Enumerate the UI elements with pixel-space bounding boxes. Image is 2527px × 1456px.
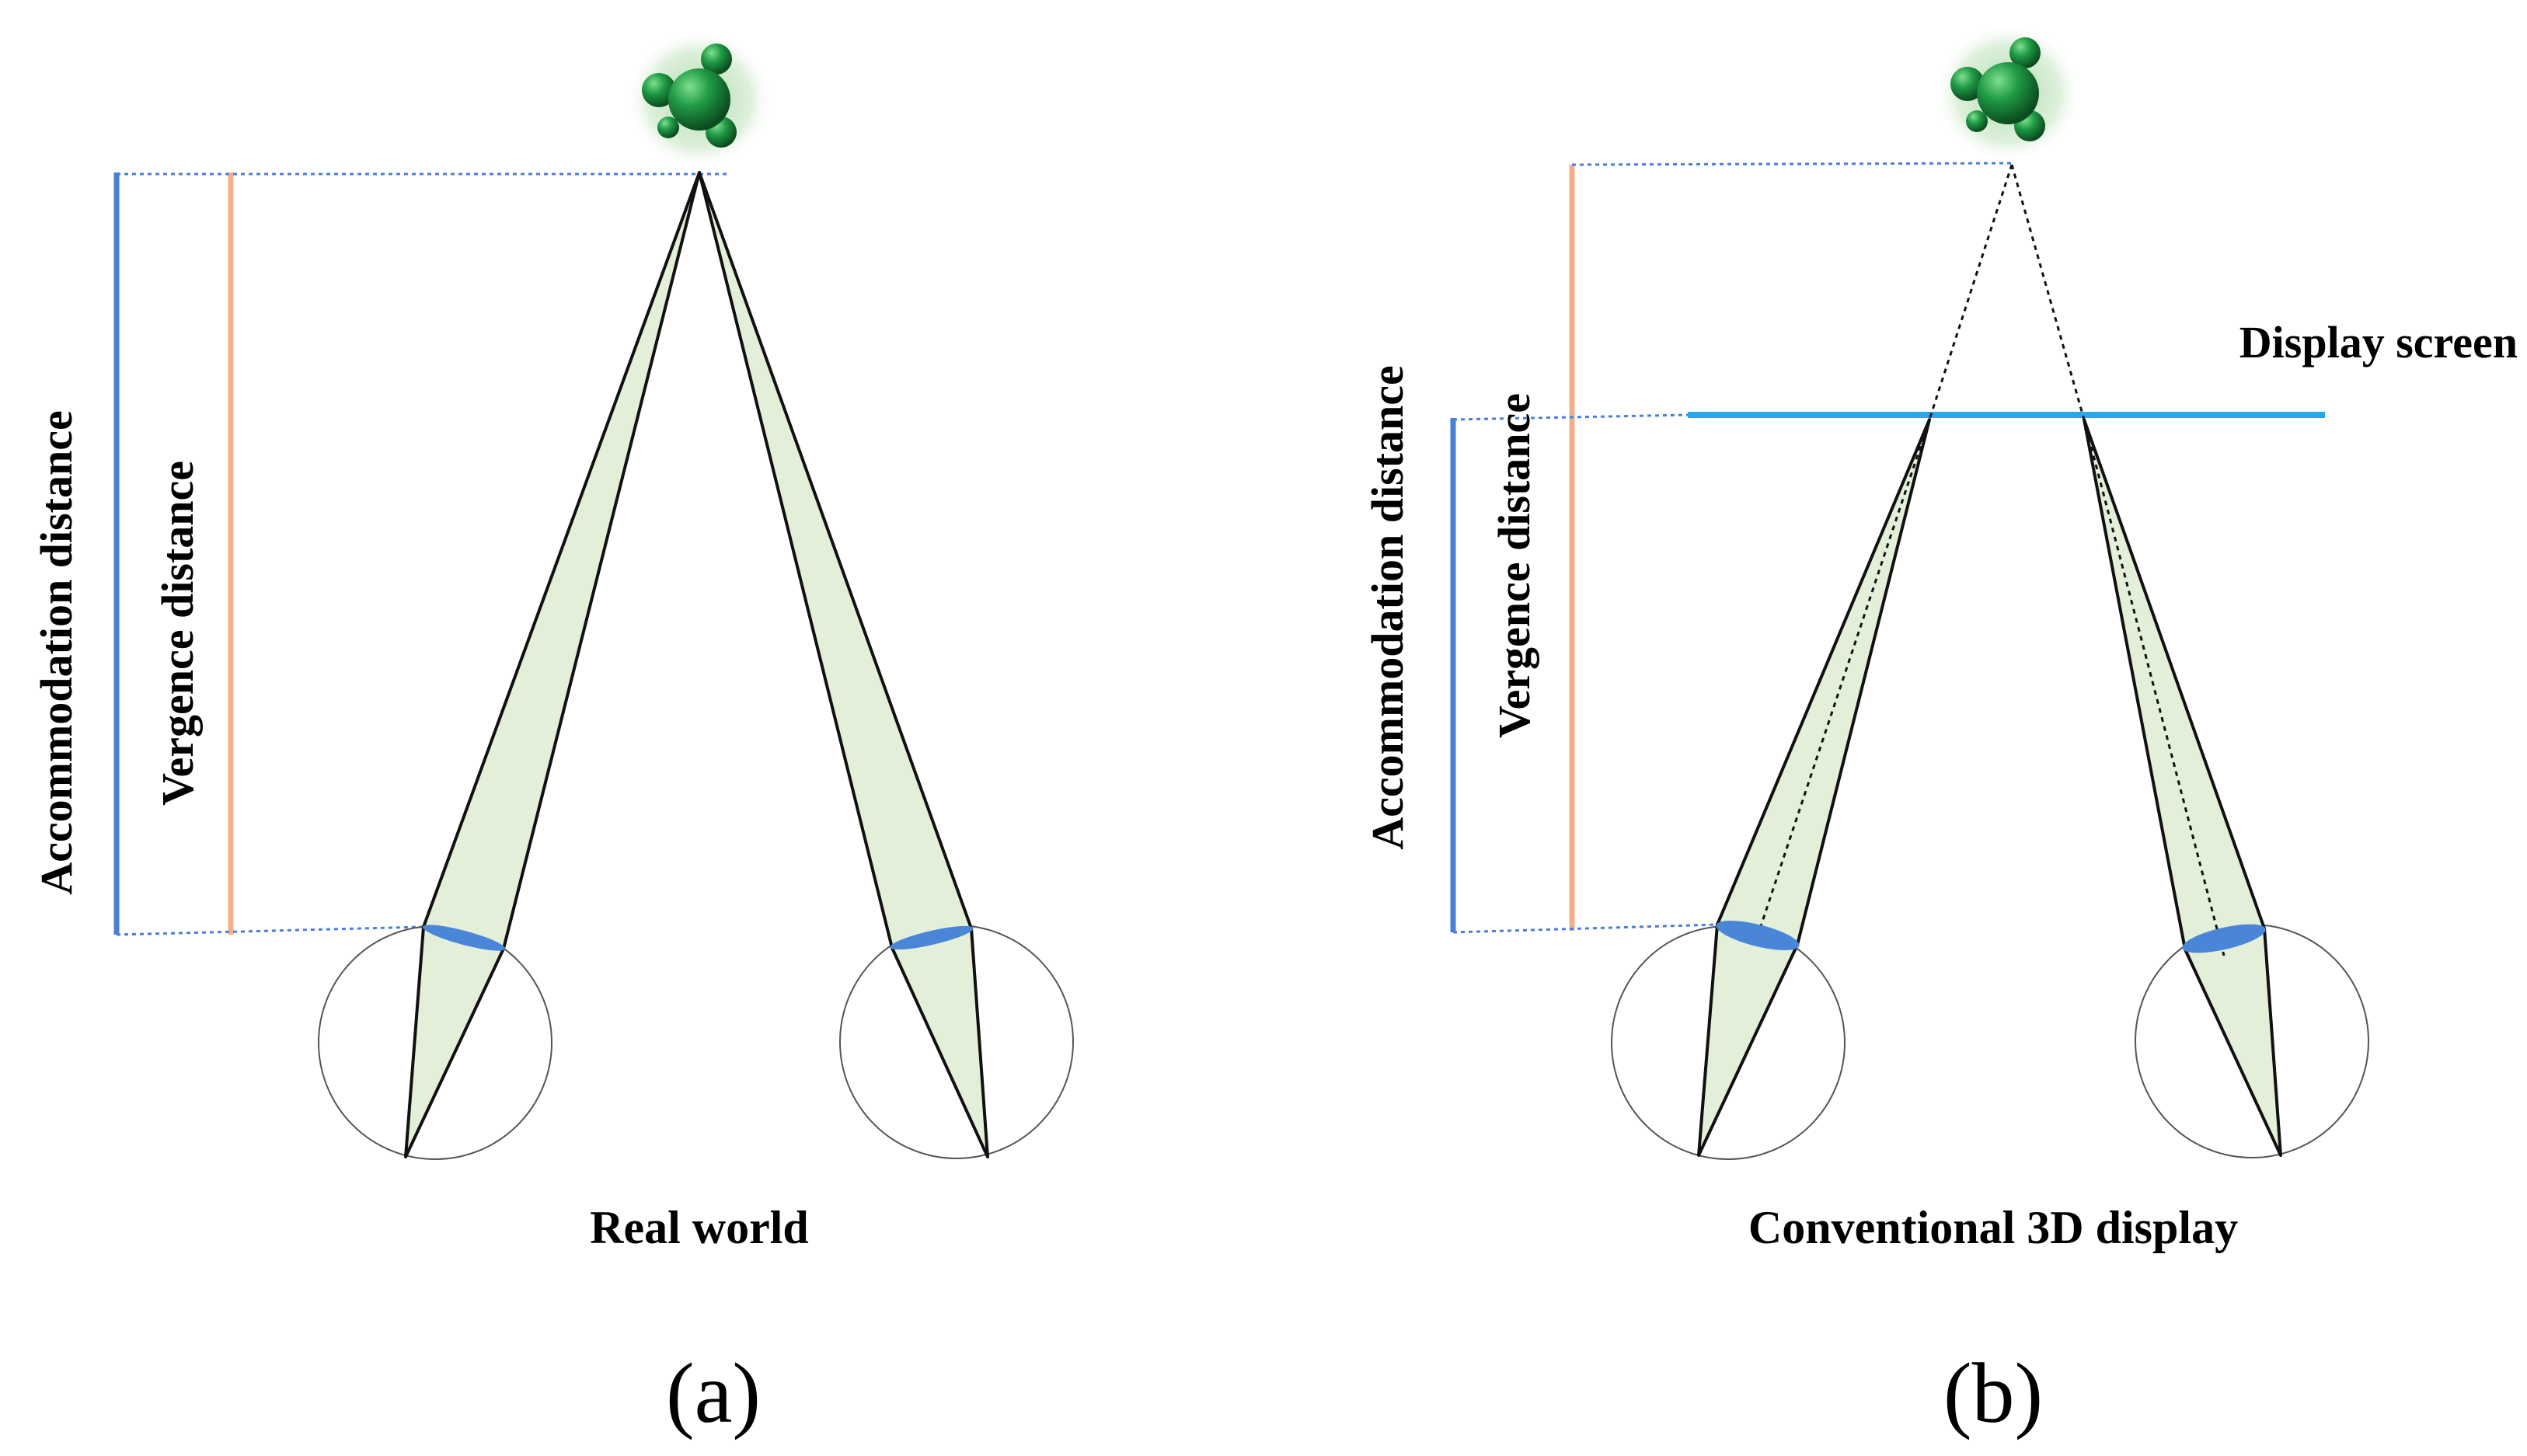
left-lens-b <box>1716 920 1800 951</box>
right-cone-a <box>698 171 973 949</box>
vergence-label-b: Vergence distance <box>1489 393 1539 738</box>
right-lens-a <box>890 925 974 950</box>
left-lens-a <box>422 925 506 951</box>
screen-guide-b <box>1452 413 1689 421</box>
vergence-ray-right-upper <box>2010 164 2086 420</box>
accommodation-label-b: Accommodation distance <box>1362 365 1413 849</box>
left-cone-b <box>1716 418 1931 946</box>
object-b <box>1934 23 2082 163</box>
right-eye-cone-a <box>891 927 989 1158</box>
caption-b: Conventional 3D display <box>1748 1202 2238 1253</box>
object-a <box>626 30 773 169</box>
bottom-guide-b <box>1452 923 1718 934</box>
molecule-object-icon <box>626 30 773 169</box>
panel-letter-b: (b) <box>1943 1346 2043 1440</box>
display-screen-label: Display screen <box>2239 317 2518 367</box>
right-eye-cone-b <box>2184 927 2282 1157</box>
left-eye-cone-a <box>404 925 505 1158</box>
panel-letter-a: (a) <box>666 1346 761 1440</box>
vergence-ray-left-upper <box>1928 164 2013 420</box>
top-guide-b <box>1571 162 2013 166</box>
panel-b: Accommodation distance Vergence distance… <box>1362 23 2518 1440</box>
left-eye-cone-b <box>1697 923 1799 1157</box>
right-lens-b <box>2182 924 2266 953</box>
right-cone-b <box>2083 418 2266 951</box>
vergence-ray-left-lower <box>1756 419 1931 936</box>
vergence-label-a: Vergence distance <box>152 461 203 806</box>
panel-a: Accommodation distance Vergence distance… <box>31 30 1074 1440</box>
bottom-guide-a <box>116 925 424 936</box>
caption-a: Real world <box>590 1202 809 1253</box>
accommodation-label-a: Accommodation distance <box>31 410 82 894</box>
molecule-object-icon <box>1934 23 2082 163</box>
left-cone-a <box>422 171 701 950</box>
